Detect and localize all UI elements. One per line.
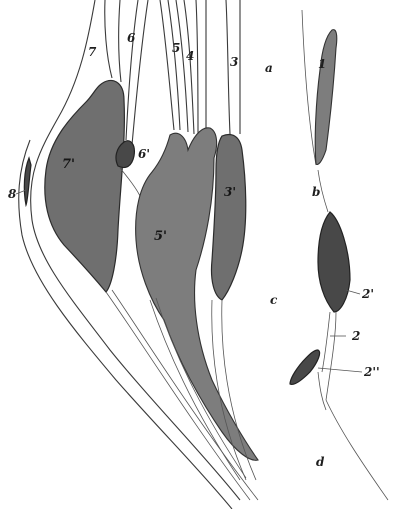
label-b: b <box>312 185 320 199</box>
nerve-2 <box>290 170 388 500</box>
label-2: 2 <box>351 329 360 343</box>
ganglion-2-prime <box>318 212 350 312</box>
label-6-prime: 6' <box>138 147 150 161</box>
label-8: 8 <box>8 187 17 201</box>
nerve-8 <box>19 0 240 509</box>
label-6: 6 <box>127 31 136 45</box>
label-a: a <box>265 61 273 75</box>
label-5-prime: 5' <box>154 229 167 244</box>
ganglion-7-prime <box>45 80 125 292</box>
label-2-double-prime: 2'' <box>363 365 380 379</box>
label-3-prime: 3' <box>224 185 236 199</box>
label-5: 5 <box>172 41 180 55</box>
label-c: c <box>270 293 278 307</box>
label-7-prime: 7' <box>62 157 75 172</box>
label-7: 7 <box>88 45 97 59</box>
label-2-prime: 2' <box>361 287 374 301</box>
label-d: d <box>316 455 325 469</box>
ganglion-3-prime <box>211 135 245 300</box>
label-1: 1 <box>318 57 326 71</box>
label-3: 3 <box>230 55 238 69</box>
nerve-1 <box>302 10 337 165</box>
ganglion-1 <box>315 30 337 165</box>
ganglion-2-double-prime <box>290 350 320 384</box>
ganglion-8 <box>24 158 31 205</box>
label-4: 4 <box>186 49 194 63</box>
